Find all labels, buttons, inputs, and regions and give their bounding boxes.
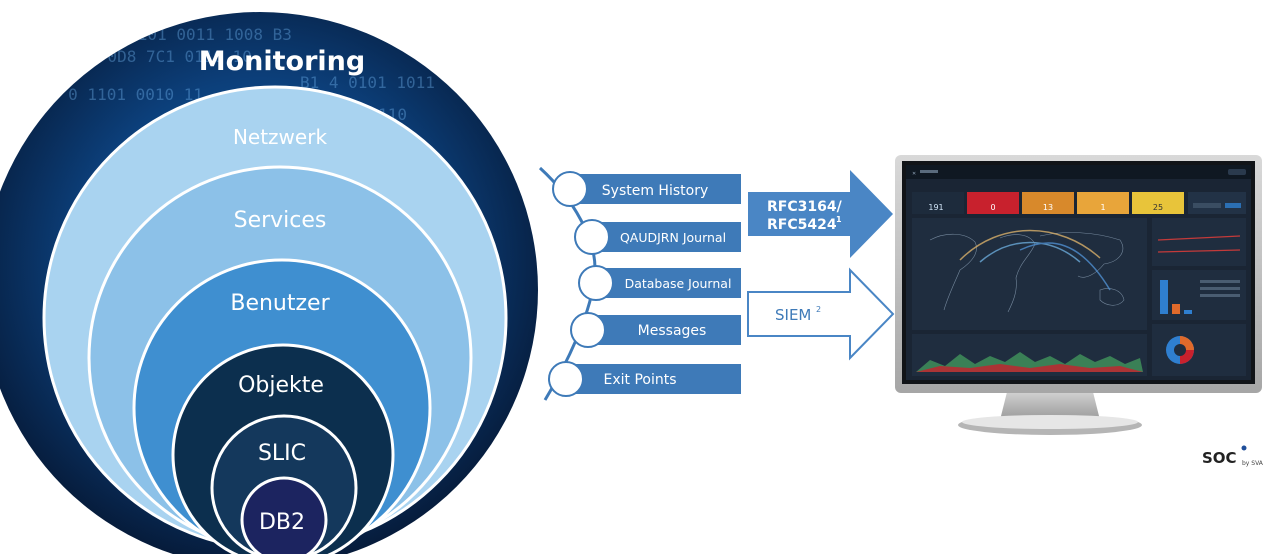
kpi-row: 191 0 13 1 25 [912, 192, 1184, 214]
kpi-value: 191 [928, 203, 943, 212]
source-item-system-history: System History [552, 171, 741, 207]
traffic-arcs [959, 229, 1111, 291]
db2-circle: DB2 [240, 476, 328, 554]
source-item-database-journal: Database Journal [578, 265, 741, 301]
source-item-qaudjrn-journal: QAUDJRN Journal [574, 219, 741, 255]
rfc-footnote: 1 [836, 215, 842, 224]
ring-label-slic: SLIC [258, 441, 306, 466]
dashboard-screen: ✕ 191 0 13 1 25 [906, 165, 1251, 380]
area-chart [916, 352, 1143, 372]
world-map [929, 232, 1125, 313]
source-label: System History [602, 183, 708, 199]
source-label: QAUDJRN Journal [620, 230, 726, 245]
kpi-value: 1 [1100, 203, 1105, 212]
kpi-value: 0 [990, 203, 995, 212]
ring-label-benutzer: Benutzer [230, 291, 330, 316]
svg-text:✕: ✕ [912, 171, 916, 177]
siem-arrow: SIEM 2 [747, 267, 895, 361]
source-label: Exit Points [603, 372, 676, 388]
logo-sub: by SVA [1242, 460, 1264, 467]
rfc-arrow: RFC3164/ RFC5424 1 [748, 170, 893, 258]
ring-label-services: Services [234, 208, 327, 233]
svg-text:0101 1101 0011 1008 B3: 0101 1101 0011 1008 B3 [80, 25, 292, 44]
ring-label-db2: DB2 [259, 510, 305, 535]
siem-footnote: 2 [816, 305, 821, 314]
logo-main: SOC [1202, 449, 1237, 467]
rfc-label-line1: RFC3164/ [767, 199, 843, 215]
source-item-messages: Messages [570, 312, 741, 348]
svg-text:1101 0 1101 0010 11: 1101 0 1101 0010 11 [20, 85, 203, 104]
kpi-value: 13 [1043, 203, 1053, 212]
source-item-exit-points: Exit Points [548, 361, 741, 397]
ring-label-objekte: Objekte [238, 373, 324, 398]
soc-logo: SOC by SVA [1202, 445, 1264, 467]
ring-label-netzwerk: Netzwerk [233, 125, 327, 149]
kpi-value: 25 [1153, 203, 1163, 212]
source-label: Database Journal [625, 276, 732, 291]
svg-text:B1 4 0101 1011: B1 4 0101 1011 [300, 73, 435, 92]
ring-label-monitoring: Monitoring [199, 46, 365, 77]
siem-label: SIEM [775, 306, 811, 324]
source-label: Messages [638, 323, 707, 339]
monitor: ✕ 191 0 13 1 25 [895, 155, 1262, 435]
rfc-label-line2: RFC5424 [767, 217, 837, 233]
